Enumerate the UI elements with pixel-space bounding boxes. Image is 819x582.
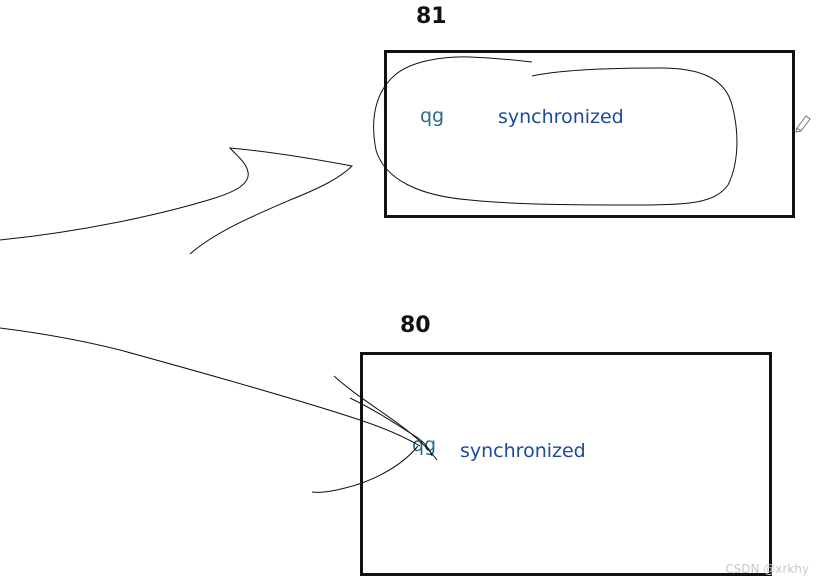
watermark: CSDN @xrkhy — [725, 562, 809, 576]
freehand-arrow-upper — [0, 147, 354, 255]
panel-81-synchronized-label: synchronized — [498, 106, 624, 128]
panel-80-synchronized-label: synchronized — [460, 440, 586, 462]
panel-81-box — [384, 50, 795, 218]
panel-81-heading: 81 — [416, 4, 447, 29]
panel-80-box — [360, 352, 772, 576]
panel-81-qg-label: qg — [420, 105, 445, 127]
panel-80-qg-label: qg — [412, 434, 437, 456]
panel-80-heading: 80 — [400, 313, 431, 338]
pencil-icon — [795, 115, 811, 133]
freehand-arrow-lower — [0, 327, 421, 447]
